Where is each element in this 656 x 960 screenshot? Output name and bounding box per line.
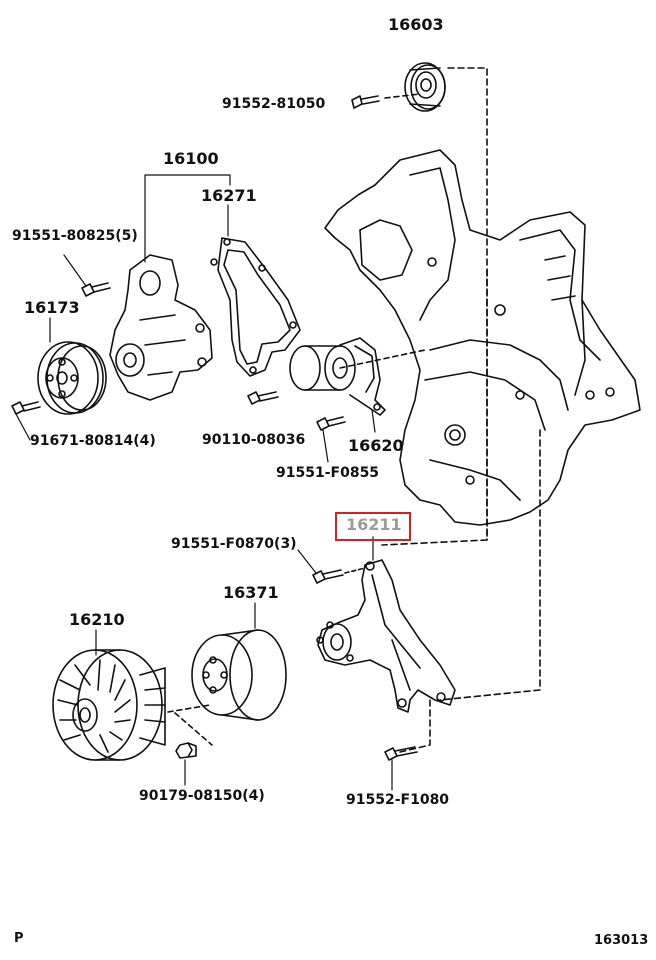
footer-page-code: P <box>14 931 24 946</box>
pulley-16173 <box>37 341 107 415</box>
label-16271[interactable]: 16271 <box>201 186 257 205</box>
bolt-91551-80825 <box>81 282 111 297</box>
bolt-91552-F1080 <box>384 746 418 761</box>
label-90179-08150[interactable]: 90179-08150(4) <box>139 788 265 804</box>
label-90110-08036[interactable]: 90110-08036 <box>202 432 306 448</box>
label-91551-F0855[interactable]: 91551-F0855 <box>276 465 380 481</box>
label-16371[interactable]: 16371 <box>223 583 279 602</box>
label-16100[interactable]: 16100 <box>163 149 219 168</box>
bracket-16211 <box>316 559 456 713</box>
label-16603[interactable]: 16603 <box>388 15 444 34</box>
label-16211[interactable]: 16211 <box>346 515 402 534</box>
label-16620[interactable]: 16620 <box>348 436 404 455</box>
bolt-91551-F0870 <box>312 569 344 584</box>
label-91551-80825[interactable]: 91551-80825(5) <box>12 228 138 244</box>
gasket-16271 <box>210 237 301 377</box>
label-91552-81050[interactable]: 91552-81050 <box>222 96 326 112</box>
label-91671-80814[interactable]: 91671-80814(4) <box>30 433 156 449</box>
nut-90179-08150 <box>175 742 197 759</box>
water-pump-16100 <box>109 254 213 401</box>
label-91552-F1080[interactable]: 91552-F1080 <box>346 792 450 808</box>
idler-pulley-16603 <box>404 62 446 112</box>
bolt-91552-81050 <box>351 95 380 109</box>
label-91551-F0870[interactable]: 91551-F0870(3) <box>171 536 297 552</box>
bolt-91551-F0855 <box>316 416 346 431</box>
footer-diagram-id: 163013 <box>594 933 649 948</box>
tensioner-16620 <box>289 337 426 416</box>
bolt-90110-08036 <box>247 391 279 405</box>
fluid-coupling-16210 <box>52 649 166 761</box>
fan-pulley-16371 <box>191 629 287 721</box>
highlight-box <box>335 512 411 541</box>
timing-chain-cover <box>324 149 641 526</box>
bolt-91671-80814 <box>11 401 41 415</box>
label-16210[interactable]: 16210 <box>69 610 125 629</box>
label-16173[interactable]: 16173 <box>24 298 80 317</box>
